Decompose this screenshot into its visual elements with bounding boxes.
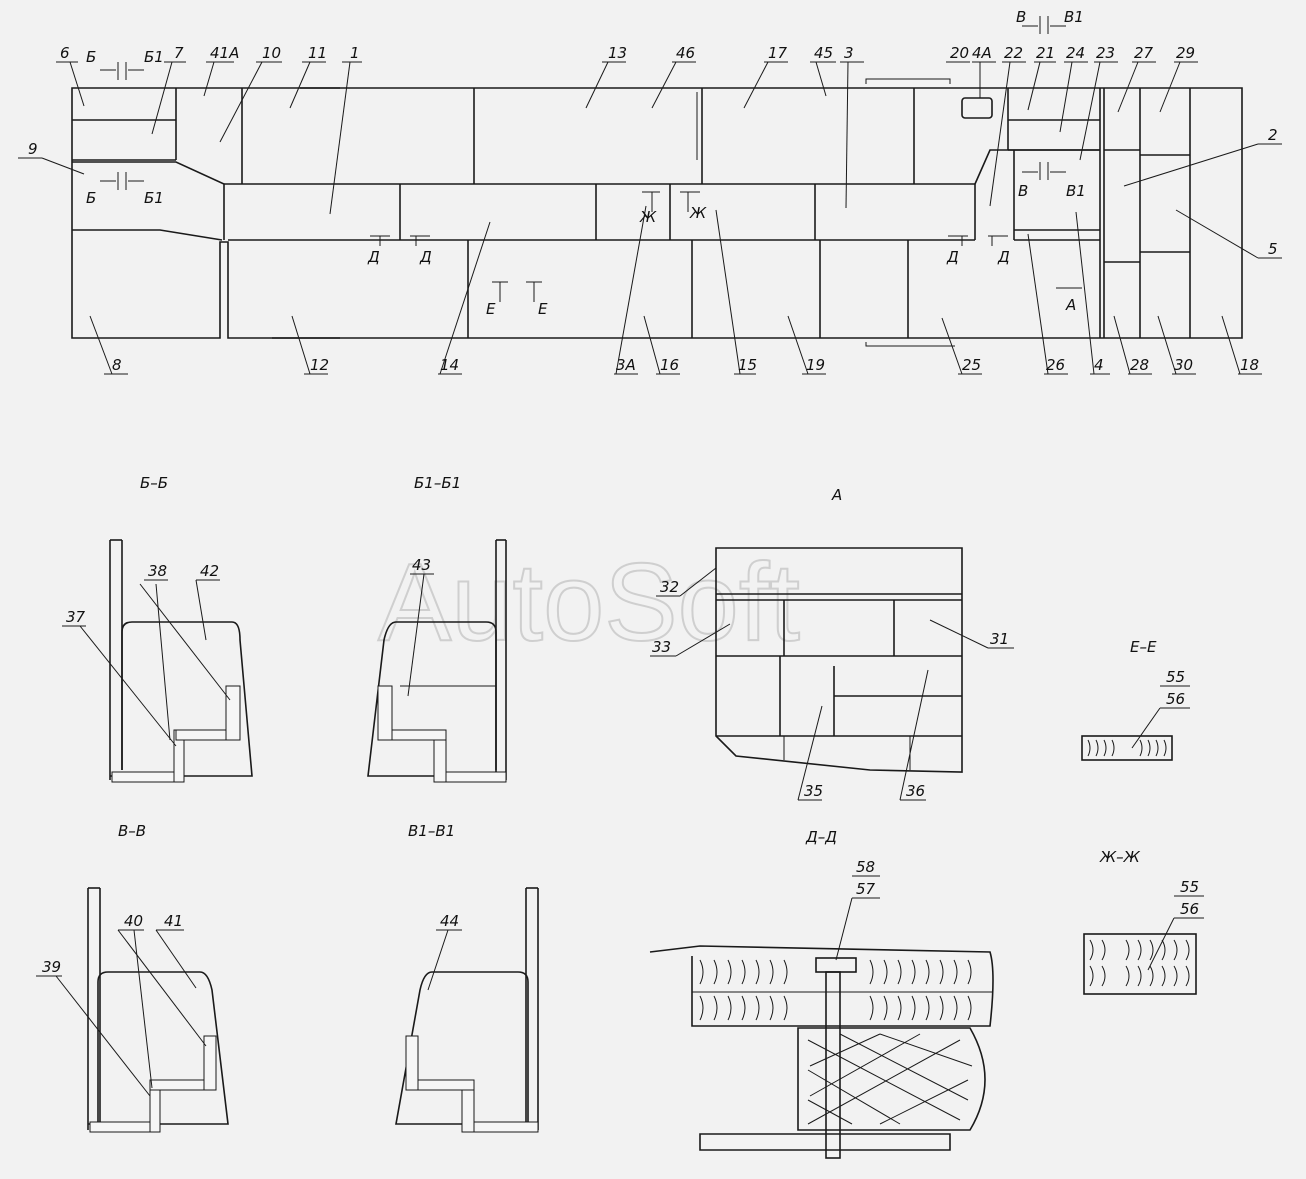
section-d-d: Д–Д 58 57 [649, 828, 994, 1159]
callout-55-zh: 55 [1180, 878, 1199, 896]
callout-20: 20 [950, 44, 969, 62]
section-zh-zh: Ж–Ж 55 56 [1083, 848, 1204, 995]
section-title-b-b: Б–Б [140, 474, 168, 492]
callout-45: 45 [814, 44, 833, 62]
callout-57: 57 [856, 880, 876, 898]
callout-33: 33 [652, 638, 671, 656]
callout-36: 36 [906, 782, 925, 800]
callout-31: 31 [990, 630, 1009, 648]
cut-mark-d1: Д [367, 248, 380, 266]
callout-39: 39 [42, 958, 61, 976]
cut-mark-v1-top: В1 [1064, 8, 1084, 26]
callout-22: 22 [1004, 44, 1023, 62]
callout-5: 5 [1268, 240, 1278, 258]
callout-32: 32 [660, 578, 679, 596]
cut-mark-e2: Е [538, 300, 548, 318]
cut-mark-zh2: Ж [689, 204, 707, 222]
callouts-bottom-row: 8 12 14 3А 16 15 19 25 26 4 28 30 18 [89, 205, 1262, 375]
callout-16: 16 [660, 356, 679, 374]
view-a: А 32 33 31 35 36 [650, 486, 1014, 801]
cut-mark-d3: Д [946, 248, 959, 266]
callout-56-zh: 56 [1180, 900, 1199, 918]
section-cut-marks: Б Б1 Б Б1 В В1 В В1 Д Д Д Д Е Е Ж Ж А [86, 8, 1086, 318]
callout-10: 10 [262, 44, 281, 62]
cut-mark-a: А [1065, 296, 1076, 314]
callout-1: 1 [350, 44, 360, 62]
section-title-zh-zh: Ж–Ж [1099, 848, 1141, 866]
section-title-v1-v1: В1–В1 [408, 822, 455, 840]
callout-18: 18 [1240, 356, 1259, 374]
callout-4a: 4А [972, 44, 992, 62]
callout-42: 42 [200, 562, 219, 580]
section-b1-b1: Б1–Б1 43 [367, 474, 507, 783]
callout-29: 29 [1176, 44, 1195, 62]
cut-mark-d4: Д [997, 248, 1010, 266]
callout-6: 6 [60, 44, 70, 62]
callout-21: 21 [1036, 44, 1055, 62]
section-b-b: Б–Б 37 38 42 [62, 474, 253, 783]
cut-mark-b-mid: Б [86, 189, 96, 207]
callout-4: 4 [1094, 356, 1104, 374]
cut-mark-v-mid: В [1018, 182, 1028, 200]
section-v1-v1: В1–В1 44 [395, 822, 539, 1133]
callout-43: 43 [412, 556, 431, 574]
callout-3a: 3А [616, 356, 636, 374]
callout-46: 46 [676, 44, 695, 62]
callout-35: 35 [804, 782, 823, 800]
callouts-top-row: 6 7 41А 10 11 1 13 46 17 45 3 20 4А 22 2… [18, 44, 1282, 259]
callout-58: 58 [856, 858, 875, 876]
cut-mark-b1-top: Б1 [144, 48, 164, 66]
section-title-b1-b1: Б1–Б1 [414, 474, 461, 492]
callout-44: 44 [440, 912, 459, 930]
callout-24: 24 [1066, 44, 1085, 62]
section-title-a: А [831, 486, 842, 504]
callout-17: 17 [768, 44, 788, 62]
cut-mark-d2: Д [419, 248, 432, 266]
watermark-text: AutoSoft [378, 541, 800, 664]
callout-27: 27 [1134, 44, 1154, 62]
callout-3: 3 [844, 44, 854, 62]
cut-mark-b-top: Б [86, 48, 96, 66]
callout-38: 38 [148, 562, 167, 580]
callout-23: 23 [1096, 44, 1115, 62]
callout-2: 2 [1268, 126, 1278, 144]
callout-30: 30 [1174, 356, 1193, 374]
cut-mark-v1-mid: В1 [1066, 182, 1086, 200]
callout-19: 19 [806, 356, 825, 374]
callout-11: 11 [308, 44, 327, 62]
cut-mark-zh1: Ж [639, 208, 657, 226]
callout-13: 13 [608, 44, 627, 62]
callout-7: 7 [174, 44, 184, 62]
section-title-e-e: Е–Е [1130, 638, 1157, 656]
section-e-e: Е–Е 55 56 [1081, 638, 1190, 761]
cut-mark-v-top: В [1016, 8, 1026, 26]
callout-9: 9 [28, 140, 38, 158]
callout-41: 41 [164, 912, 183, 930]
callout-40: 40 [124, 912, 143, 930]
callout-26: 26 [1046, 356, 1065, 374]
callout-37: 37 [66, 608, 86, 626]
callout-15: 15 [738, 356, 757, 374]
callout-28: 28 [1130, 356, 1149, 374]
callout-14: 14 [440, 356, 459, 374]
callout-41a: 41А [210, 44, 239, 62]
section-title-v-v: В–В [118, 822, 146, 840]
cut-mark-e1: Е [486, 300, 496, 318]
callout-56-e: 56 [1166, 690, 1185, 708]
callout-55-e: 55 [1166, 668, 1185, 686]
callout-8: 8 [112, 356, 122, 374]
section-title-d-d: Д–Д [805, 828, 837, 846]
callout-25: 25 [962, 356, 981, 374]
cut-mark-b1-mid: Б1 [144, 189, 164, 207]
floor-plan-top-view [71, 78, 1243, 347]
section-v-v: В–В 39 40 41 [36, 822, 229, 1133]
callout-12: 12 [310, 356, 329, 374]
